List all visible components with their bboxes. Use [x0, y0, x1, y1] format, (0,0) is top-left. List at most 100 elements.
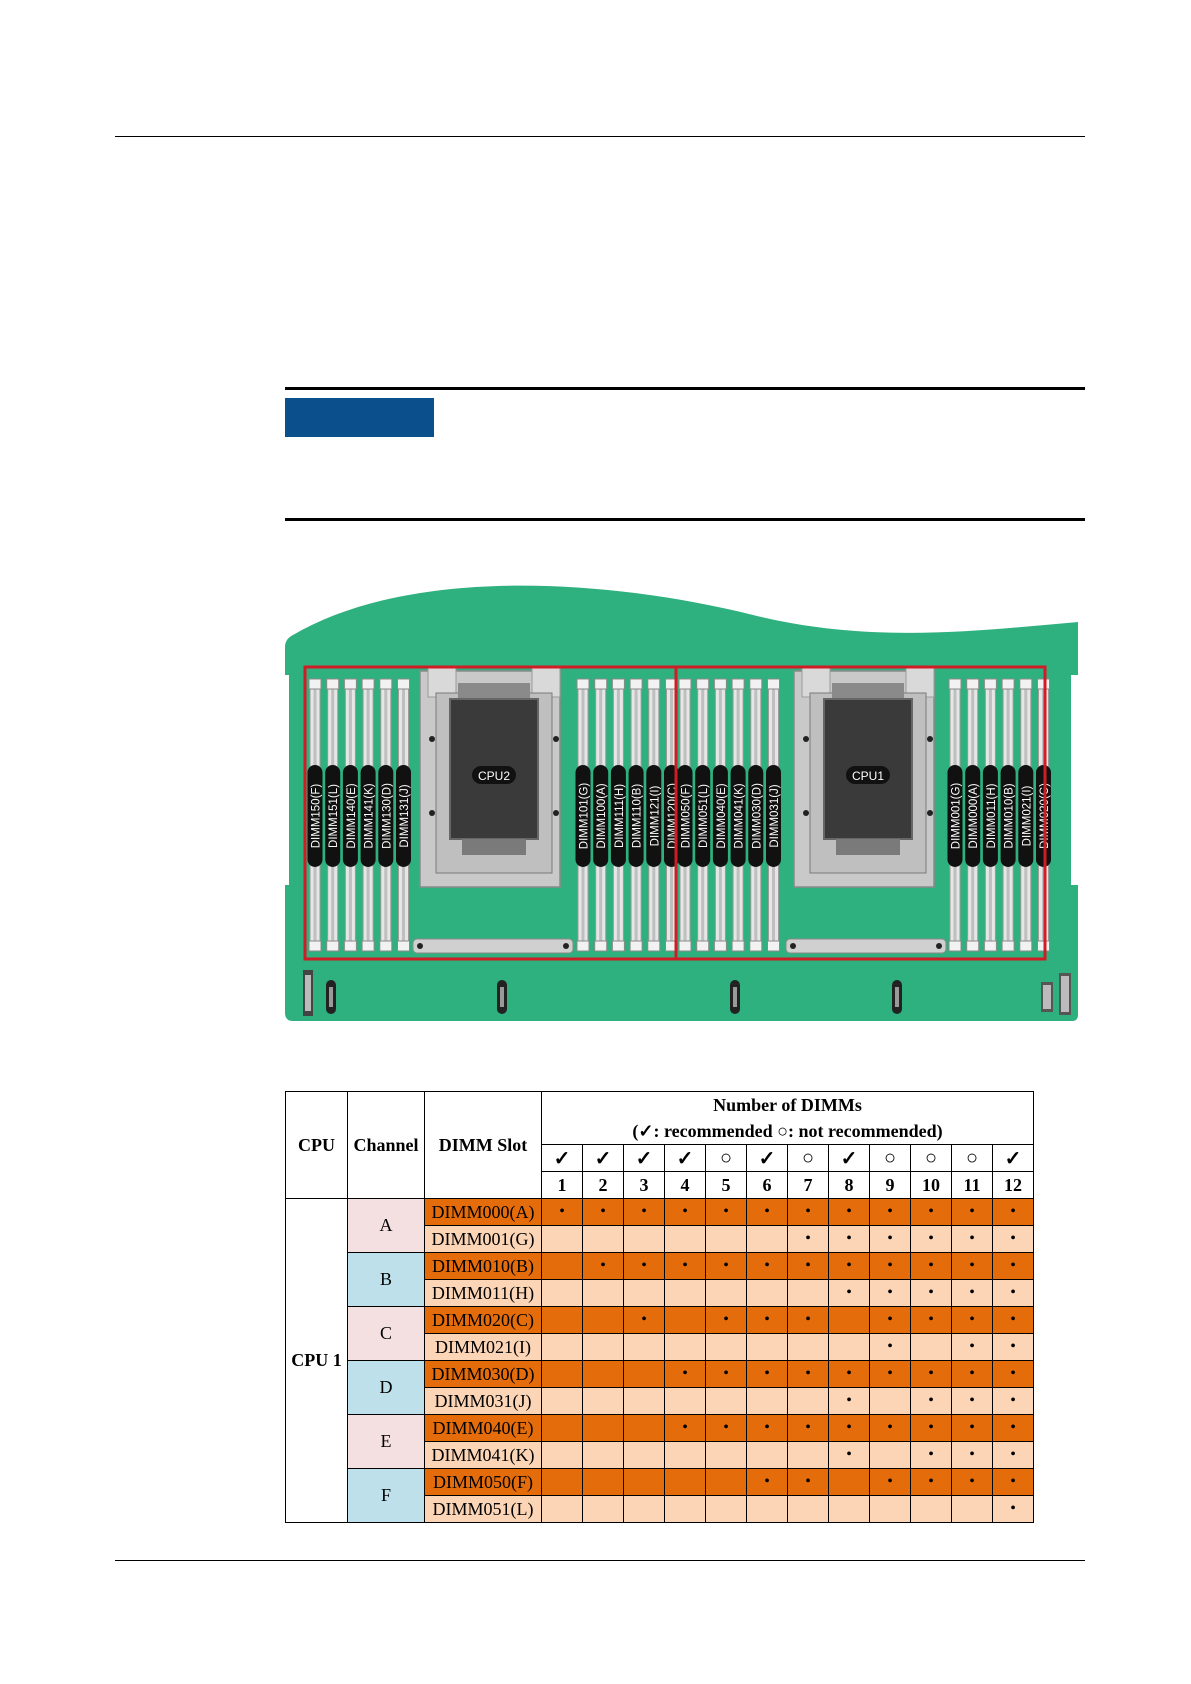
- dimm-slot-label: DIMM101(G): [579, 783, 591, 850]
- slot-cell: DIMM050(F): [424, 1468, 542, 1496]
- dimm-slot: DIMM040(E): [712, 678, 728, 952]
- population-cell: •: [951, 1387, 993, 1415]
- population-cell: •: [869, 1333, 911, 1361]
- population-cell: [541, 1495, 583, 1523]
- dimm-slot-label: DIMM041(K): [734, 783, 746, 848]
- population-cell: •: [910, 1225, 952, 1253]
- dimm-slot-label: DIMM031(J): [769, 784, 781, 847]
- table-row: DIMM031(J)••••: [286, 1387, 1034, 1415]
- population-cell: •: [910, 1387, 952, 1415]
- dimm-slot-label: DIMM111(H): [614, 784, 626, 848]
- dimm-slot-label: DIMM151(L): [328, 784, 340, 848]
- dimm-slot: DIMM041(K): [730, 678, 746, 952]
- dimm-label-pill: [360, 765, 376, 867]
- dimm-label-pill: [766, 765, 781, 867]
- board-header-pin: [326, 980, 336, 1014]
- cpu1-frame: [674, 665, 1047, 961]
- header-cpu: CPU: [285, 1091, 348, 1199]
- cpu-cell: CPU 1: [285, 1198, 348, 1523]
- population-cell: •: [746, 1252, 788, 1280]
- population-cell: •: [828, 1360, 870, 1388]
- population-cell: •: [623, 1306, 665, 1334]
- population-cell: •: [664, 1252, 706, 1280]
- population-cell: [910, 1333, 952, 1361]
- channel-cell: B: [347, 1252, 425, 1307]
- dimm-slot-label: DIMM141(K): [364, 783, 376, 848]
- population-cell: •: [910, 1306, 952, 1334]
- dimm-slot: DIMM111(H): [610, 678, 626, 952]
- population-cell: [582, 1333, 624, 1361]
- dimm-slot: DIMM050(F): [677, 678, 693, 952]
- population-cell: [541, 1225, 583, 1253]
- population-cell: [787, 1333, 829, 1361]
- slot-cell: DIMM051(L): [424, 1495, 542, 1523]
- slot-cell: DIMM011(H): [424, 1279, 542, 1307]
- population-cell: [951, 1495, 993, 1523]
- population-cell: •: [992, 1198, 1034, 1226]
- population-cell: •: [828, 1441, 870, 1469]
- population-cell: •: [951, 1279, 993, 1307]
- population-cell: •: [992, 1225, 1034, 1253]
- population-cell: •: [664, 1414, 706, 1442]
- population-cell: [664, 1441, 706, 1469]
- population-cell: •: [910, 1468, 952, 1496]
- channel-cell: E: [347, 1414, 425, 1469]
- population-cell: •: [992, 1468, 1034, 1496]
- population-cell: •: [787, 1360, 829, 1388]
- count-10: 10: [910, 1171, 952, 1199]
- population-cell: •: [951, 1360, 993, 1388]
- population-cell: [705, 1279, 747, 1307]
- population-cell: •: [992, 1387, 1034, 1415]
- population-cell: [828, 1306, 870, 1334]
- header-channel: Channel: [347, 1091, 425, 1199]
- slot-cell: DIMM020(C): [424, 1306, 542, 1334]
- dimm-slot-label: DIMM001(G): [951, 783, 963, 850]
- dimm-label-pill: [730, 765, 746, 867]
- dimm-slot: DIMM141(K): [360, 678, 376, 952]
- note-label-tag: [285, 398, 434, 437]
- population-cell: •: [623, 1198, 665, 1226]
- population-cell: •: [746, 1360, 788, 1388]
- population-cell: [582, 1495, 624, 1523]
- population-cell: [828, 1468, 870, 1496]
- population-cell: •: [746, 1468, 788, 1496]
- population-cell: [623, 1225, 665, 1253]
- population-cell: •: [746, 1306, 788, 1334]
- dimm-label-pill: [307, 765, 323, 867]
- mainboard-figure: DIMM150(F)DIMM151(L)DIMM140(E)DIMM141(K)…: [285, 585, 1078, 1021]
- cpu-socket: CPU2: [419, 666, 561, 888]
- channel-cell: C: [347, 1306, 425, 1361]
- count-2: 2: [582, 1171, 624, 1199]
- population-cell: •: [869, 1468, 911, 1496]
- population-cell: [664, 1495, 706, 1523]
- population-cell: [541, 1387, 583, 1415]
- dimm-slot: DIMM131(J): [396, 678, 411, 952]
- population-cell: [623, 1360, 665, 1388]
- slot-cell: DIMM021(I): [424, 1333, 542, 1361]
- count-1: 1: [541, 1171, 583, 1199]
- population-cell: •: [951, 1225, 993, 1253]
- dimm-slot-label: DIMM030(D): [751, 783, 763, 849]
- dimm-label-pill: [325, 765, 341, 867]
- population-cell: [705, 1441, 747, 1469]
- dimm-slot: DIMM051(L): [695, 678, 711, 952]
- channel-cell: D: [347, 1360, 425, 1415]
- dimm-label-pill: [378, 765, 394, 867]
- population-cell: [582, 1306, 624, 1334]
- dimm-slot-label: DIMM131(J): [399, 784, 411, 847]
- mark-12: ✓: [992, 1144, 1034, 1172]
- population-cell: •: [664, 1198, 706, 1226]
- board-header-pin: [892, 980, 902, 1014]
- count-7: 7: [787, 1171, 829, 1199]
- population-cell: [582, 1360, 624, 1388]
- population-cell: [705, 1387, 747, 1415]
- population-cell: •: [787, 1468, 829, 1496]
- dimm-label-pill: [646, 765, 662, 867]
- population-cell: •: [869, 1360, 911, 1388]
- mark-8: ✓: [828, 1144, 870, 1172]
- slot-cell: DIMM000(A): [424, 1198, 542, 1226]
- mark-2: ✓: [582, 1144, 624, 1172]
